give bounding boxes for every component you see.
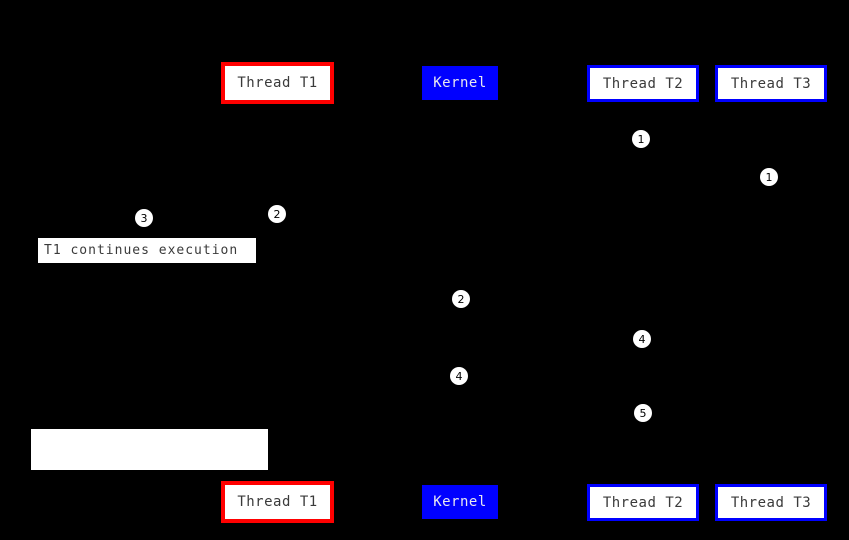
participant-header-kernel[interactable]: Kernel [422,66,498,100]
step-badge-number: 4 [455,369,463,383]
step-badge-t1-3: 3 [135,209,153,227]
step-badge-number: 3 [140,211,148,225]
note-text-t1-continues: T1 continues execution [44,243,239,258]
note-blank-bottom [31,429,268,470]
step-badge-kernel-4: 4 [450,367,468,385]
step-badge-kernel-2: 2 [452,290,470,308]
participant-label-thread-t1: Thread T1 [237,75,318,91]
participant-header-thread-t1[interactable]: Thread T1 [221,62,334,104]
participant-footer-thread-t1[interactable]: Thread T1 [221,481,334,523]
step-badge-t2-4: 4 [633,330,651,348]
participant-header-thread-t2[interactable]: Thread T2 [587,65,699,102]
note-t1-continues-execution: T1 continues execution [37,237,257,264]
step-badge-t3-1: 1 [760,168,778,186]
participant-label-thread-t3: Thread T3 [730,75,812,92]
participant-label-thread-t2: Thread T2 [602,75,684,92]
step-badge-t2-5: 5 [634,404,652,422]
participant-footer-kernel[interactable]: Kernel [422,485,498,519]
lifeline-thread-t1 [277,104,278,481]
step-badge-number: 1 [765,170,773,184]
participant-footer-thread-t2[interactable]: Thread T2 [587,484,699,521]
participant-footer-label-thread-t1: Thread T1 [237,494,318,510]
step-badge-number: 2 [273,207,281,221]
lifeline-thread-t3 [771,102,772,484]
step-badge-number: 4 [638,332,646,346]
participant-header-thread-t3[interactable]: Thread T3 [715,65,827,102]
participant-footer-label-thread-t2: Thread T2 [602,494,684,511]
participant-footer-label-thread-t3: Thread T3 [730,494,812,511]
participant-footer-thread-t3[interactable]: Thread T3 [715,484,827,521]
step-badge-number: 1 [637,132,645,146]
step-badge-number: 5 [639,406,647,420]
step-badge-t2-1: 1 [632,130,650,148]
participant-label-kernel: Kernel [433,75,487,91]
step-badge-t1-2: 2 [268,205,286,223]
step-badge-number: 2 [457,292,465,306]
participant-footer-label-kernel: Kernel [433,494,487,510]
lifeline-thread-t2 [643,102,644,484]
